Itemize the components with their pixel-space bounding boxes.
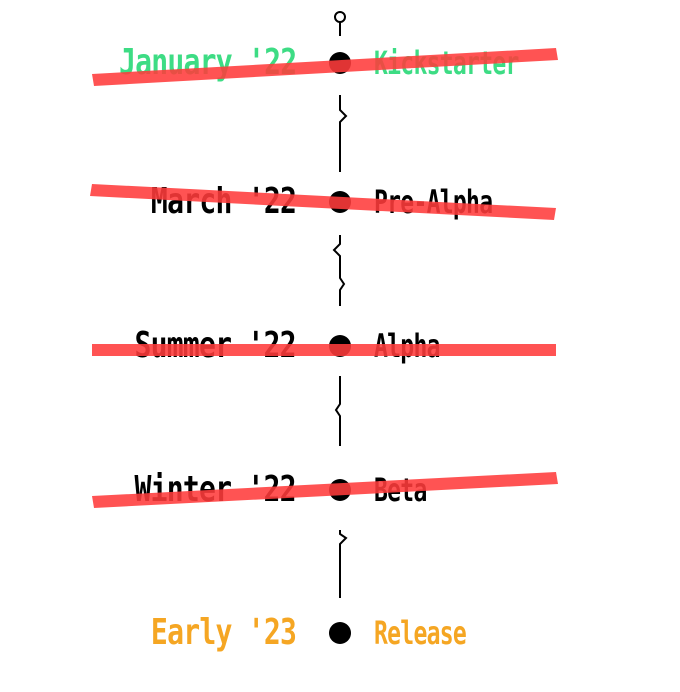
milestone-date: Winter '22 [134,469,297,510]
milestone-dot [329,52,351,74]
milestone-summer-22: Summer '22 Alpha [0,316,680,376]
timeline-connector-1 [339,95,348,172]
milestone-winter-22: Winter '22 Beta [0,460,680,520]
milestone-dot [329,622,351,644]
milestone-label: Beta [374,471,427,509]
milestone-label: Alpha [374,327,440,365]
milestone-date: March '22 [150,181,297,222]
milestone-label: Release [374,614,467,652]
timeline-connector-2 [332,235,346,306]
milestone-label: Pre-Alpha [374,183,493,221]
milestone-january-22: January '22 Kickstarter [0,33,680,93]
milestone-date: January '22 [118,42,297,83]
milestone-date: Early '23 [150,612,297,653]
milestone-dot [329,335,351,357]
milestone-label: Kickstarter [374,44,519,82]
timeline-connector-4 [339,530,348,598]
milestone-dot [329,479,351,501]
milestone-early-23: Early '23 Release [0,603,680,663]
milestone-date: Summer '22 [134,325,297,366]
milestone-dot [329,191,351,213]
milestone-march-22: March '22 Pre-Alpha [0,172,680,232]
timeline-connector-3 [334,376,341,446]
timeline-start-marker [334,11,346,36]
